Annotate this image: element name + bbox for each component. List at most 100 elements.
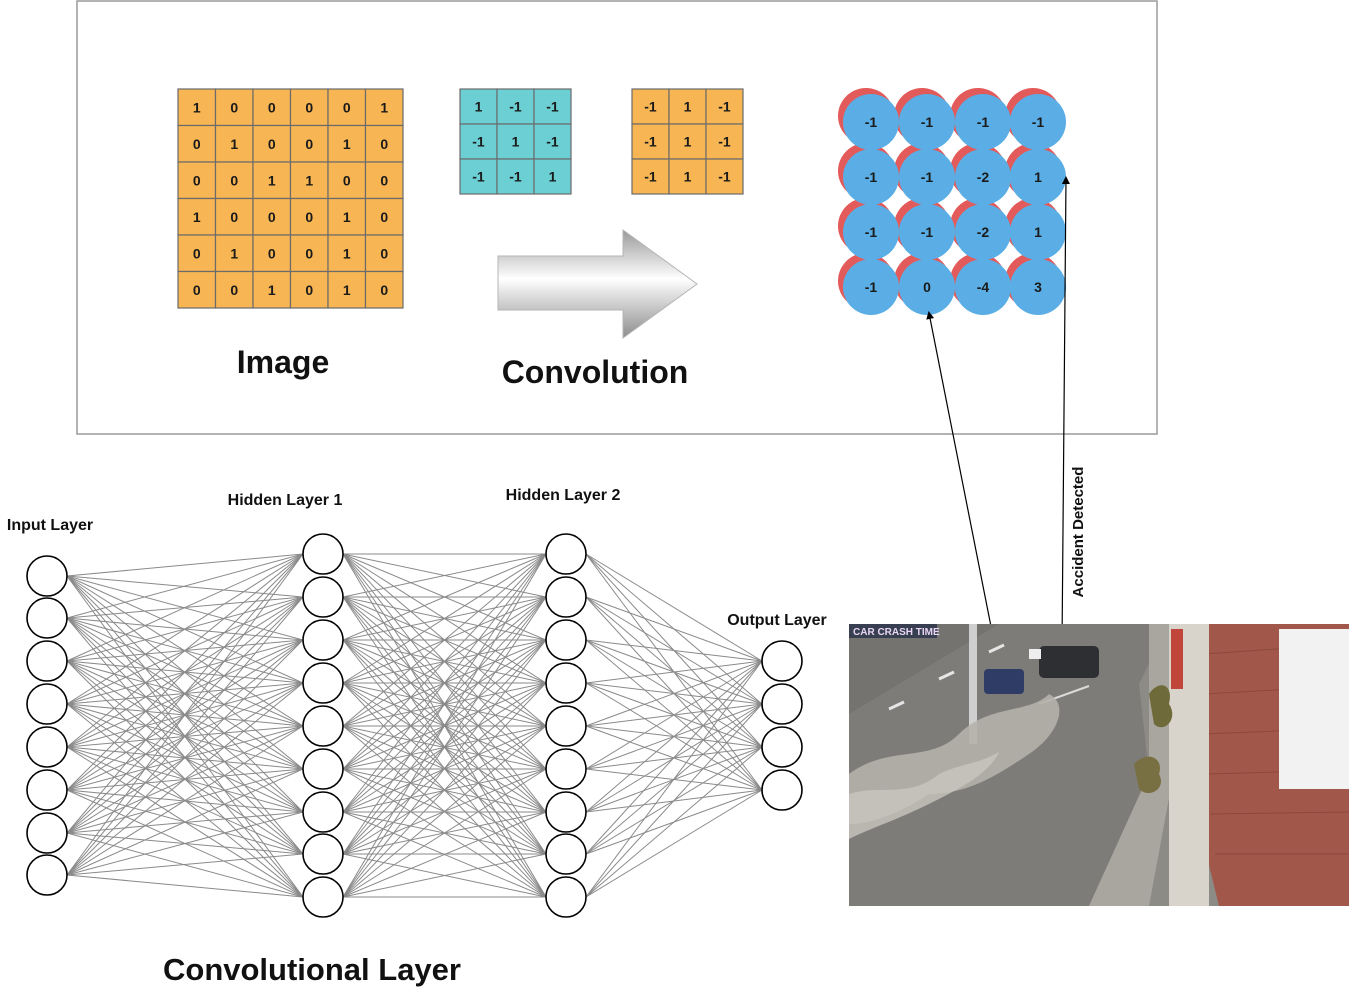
network-neuron bbox=[545, 533, 587, 575]
orange-filter-cell-value: 1 bbox=[684, 99, 692, 115]
image-matrix-cell bbox=[177, 88, 217, 127]
network-neuron bbox=[26, 726, 68, 768]
image-matrix-cell-value: 0 bbox=[305, 99, 313, 115]
network-edge bbox=[66, 553, 304, 791]
feature-map-node bbox=[899, 149, 955, 205]
detection-arrow-to-one bbox=[1061, 176, 1070, 647]
network-edge bbox=[342, 553, 547, 727]
network-edge bbox=[66, 553, 304, 748]
network-edge bbox=[66, 553, 304, 834]
image-matrix-cell bbox=[289, 197, 329, 236]
feature-map-value: 3 bbox=[1034, 279, 1042, 295]
feature-map-value: -1 bbox=[977, 114, 990, 130]
orange-filter-cell bbox=[668, 123, 707, 160]
network-edge bbox=[585, 660, 763, 770]
image-matrix-cell bbox=[364, 234, 404, 273]
output-layer-label: Output Layer bbox=[727, 612, 827, 629]
feature-map-node bbox=[955, 149, 1011, 205]
network-edge bbox=[585, 660, 763, 898]
network-neuron bbox=[302, 576, 344, 618]
orange-filter-cell-value: -1 bbox=[718, 169, 731, 185]
network-edge bbox=[66, 639, 304, 876]
cyan-filter-cell bbox=[496, 88, 535, 125]
cyan-filter-cell bbox=[459, 123, 498, 160]
cyan-filter-cell bbox=[533, 158, 572, 195]
image-matrix-cell bbox=[327, 124, 367, 163]
image-matrix-cell-value: 0 bbox=[230, 282, 238, 298]
network-edge bbox=[585, 660, 763, 727]
cyan-filter-cell-value: -1 bbox=[509, 99, 522, 115]
network-edge bbox=[585, 660, 763, 813]
cyan-filter-cell bbox=[533, 123, 572, 160]
network-neuron bbox=[26, 683, 68, 725]
image-matrix-cell-value: 1 bbox=[343, 209, 351, 225]
image-matrix-cell-value: 0 bbox=[230, 209, 238, 225]
image-matrix-cell-value: 1 bbox=[193, 99, 201, 115]
hidden-layer-1-label: Hidden Layer 1 bbox=[228, 492, 343, 509]
feature-map-node bbox=[955, 259, 1011, 315]
image-matrix-cell bbox=[252, 88, 292, 127]
network-neuron bbox=[761, 726, 803, 768]
image-matrix-cell-value: 0 bbox=[305, 136, 313, 152]
network-neuron bbox=[761, 640, 803, 682]
network-edge bbox=[66, 725, 304, 876]
network-edge bbox=[66, 768, 304, 876]
network-edge bbox=[585, 660, 763, 684]
image-matrix-cell-value: 0 bbox=[193, 136, 201, 152]
orange-filter-cell bbox=[705, 88, 744, 125]
image-matrix-cell bbox=[327, 88, 367, 127]
network-connections bbox=[66, 553, 763, 898]
image-matrix-cell-value: 1 bbox=[230, 245, 238, 261]
image-matrix-cell bbox=[252, 197, 292, 236]
network-edge bbox=[342, 682, 547, 898]
network-neuron bbox=[545, 876, 587, 918]
image-matrix-cell-value: 1 bbox=[193, 209, 201, 225]
network-neuron bbox=[761, 683, 803, 725]
cyan-filter-cell bbox=[459, 158, 498, 195]
network-edge bbox=[342, 553, 547, 770]
network-edge bbox=[66, 682, 304, 876]
image-matrix-cell-value: 1 bbox=[343, 245, 351, 261]
network-neuron bbox=[302, 748, 344, 790]
image-matrix-cell bbox=[214, 161, 254, 200]
feature-map-value: -2 bbox=[977, 169, 990, 185]
image-matrix-cell-value: 0 bbox=[268, 136, 276, 152]
network-neuron bbox=[761, 769, 803, 811]
image-matrix-cell-value: 1 bbox=[230, 136, 238, 152]
network-edge bbox=[342, 768, 547, 898]
feature-map-node bbox=[955, 204, 1011, 260]
network-edge bbox=[66, 553, 304, 876]
network-neurons bbox=[26, 533, 803, 918]
image-matrix-cell bbox=[364, 270, 404, 309]
orange-filter-cell bbox=[631, 158, 670, 195]
detection-arrow-to-zero bbox=[926, 311, 1001, 673]
network-edge bbox=[585, 789, 763, 898]
network-edge bbox=[66, 596, 304, 876]
network-edge bbox=[342, 553, 547, 855]
network-neuron bbox=[302, 791, 344, 833]
network-neuron bbox=[545, 576, 587, 618]
image-matrix-cell bbox=[214, 197, 254, 236]
cyan-filter-cell-value: 1 bbox=[549, 169, 557, 185]
image-matrix-cell-value: 1 bbox=[343, 136, 351, 152]
feature-map-node bbox=[899, 94, 955, 150]
convolution-label: Convolution bbox=[502, 354, 689, 390]
feature-map-value: -1 bbox=[865, 114, 878, 130]
image-matrix-cell bbox=[252, 270, 292, 309]
feature-map-value: -2 bbox=[977, 224, 990, 240]
network-edge bbox=[342, 553, 547, 641]
image-matrix-cell bbox=[252, 161, 292, 200]
image-matrix-cell bbox=[327, 161, 367, 200]
network-edge bbox=[585, 596, 763, 662]
orange-filter-cell-value: -1 bbox=[644, 134, 657, 150]
network-title: Convolutional Layer bbox=[163, 952, 461, 987]
hidden-layer-2-label: Hidden Layer 2 bbox=[506, 487, 621, 504]
image-matrix-cell-value: 0 bbox=[305, 209, 313, 225]
cyan-filter-cell-value: -1 bbox=[472, 134, 485, 150]
network-edge bbox=[342, 553, 547, 598]
feature-map-node bbox=[1010, 149, 1066, 205]
orange-filter-cell-value: -1 bbox=[718, 99, 731, 115]
feature-map-value: -1 bbox=[1032, 114, 1045, 130]
network-edge bbox=[585, 746, 763, 898]
